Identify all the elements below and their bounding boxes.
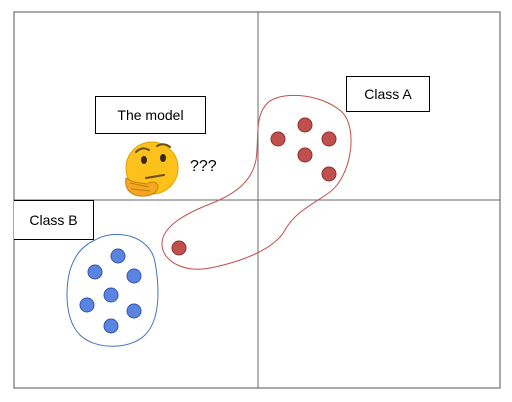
class-a-point — [321, 131, 337, 147]
question-marks: ??? — [190, 158, 217, 175]
class-b-point — [126, 268, 142, 284]
class-a-point — [297, 117, 313, 133]
class-b-points — [79, 248, 142, 334]
class-b-point — [126, 303, 142, 319]
class-b-point — [87, 264, 103, 280]
class-b-point — [79, 297, 95, 313]
class-a-boundary — [161, 94, 352, 270]
model-label: The model — [95, 96, 206, 134]
class-b-point — [110, 248, 126, 264]
class-b-point — [103, 287, 119, 303]
class-a-point — [270, 131, 286, 147]
class-b-boundary — [66, 233, 159, 347]
thinking-face-icon — [125, 141, 179, 197]
class-a-point — [321, 166, 337, 182]
class-a-point — [297, 147, 313, 163]
class-a-label: Class A — [346, 76, 430, 112]
class-b-point — [103, 318, 119, 334]
class-a-point — [171, 240, 187, 256]
class-a-points — [171, 117, 337, 256]
class-b-label: Class B — [14, 200, 94, 240]
